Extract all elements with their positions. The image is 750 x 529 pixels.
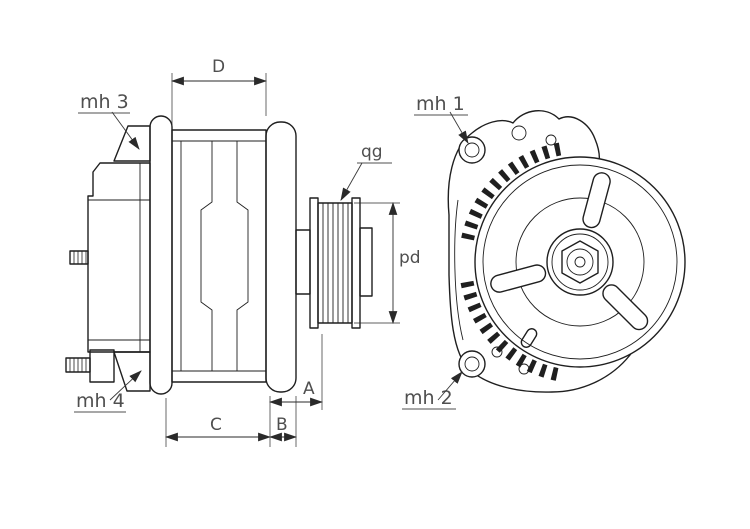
mounting-boss-2	[458, 350, 486, 378]
callout-mh4: mh 4	[74, 370, 142, 413]
dimension-C: C	[164, 396, 272, 447]
pulley-inner-rim	[482, 164, 678, 360]
body-waist-left	[200, 141, 213, 371]
dim-label-B: B	[276, 415, 288, 435]
label-mh2: mh 2	[404, 387, 453, 409]
web-slot	[520, 328, 538, 348]
callout-mh3: mh 3	[78, 91, 140, 150]
shaft	[295, 229, 311, 295]
bracket-hole-top-b	[545, 134, 557, 146]
spoke-1	[582, 172, 611, 229]
front-bracket-plate	[265, 121, 297, 393]
spoke-3	[602, 284, 649, 331]
pulley-flange-right	[351, 197, 361, 329]
label-mh1: mh 1	[416, 93, 465, 115]
dimensions: D C B A pd qg	[164, 57, 421, 447]
body-waist-right	[236, 141, 249, 371]
spoke-2	[490, 264, 547, 293]
dim-label-D: D	[212, 57, 225, 77]
dim-label-A: A	[303, 379, 315, 399]
bracket-hole-top-a	[511, 125, 527, 141]
callouts: mh 3 mh 4 mh 1 mh 2	[74, 91, 469, 413]
stator-body	[171, 129, 267, 383]
hex-nut	[561, 240, 599, 284]
dimension-A: A	[268, 334, 324, 410]
shaft-nut	[359, 227, 373, 297]
terminal-stud-bottom	[65, 357, 91, 373]
dim-label-qg: qg	[361, 142, 383, 162]
hub-outer	[546, 228, 614, 296]
pulley-front	[474, 156, 686, 368]
bolt-head	[518, 363, 530, 375]
hub-inner	[551, 233, 609, 291]
mounting-lug-bottom	[113, 351, 151, 392]
shaft-end-circle	[566, 248, 594, 276]
shaft-center	[574, 256, 586, 268]
dimension-B: B	[268, 396, 298, 447]
rear-bracket-plate	[149, 115, 173, 395]
rear-housing	[87, 162, 151, 353]
dim-label-C: C	[210, 415, 222, 435]
terminal-stud-top	[69, 250, 89, 265]
dimension-qg: qg	[340, 142, 392, 201]
bracket-inner-contour	[454, 199, 464, 341]
dimension-pd: pd	[354, 201, 421, 325]
front-view	[447, 110, 686, 393]
side-view	[65, 115, 373, 395]
dimension-D: D	[170, 57, 268, 126]
pulley-flange-left	[309, 197, 319, 329]
dim-label-pd: pd	[399, 248, 421, 268]
pulley-web-circle	[515, 197, 645, 327]
stud-boss	[89, 349, 115, 383]
mounting-lug-top	[113, 125, 151, 162]
callout-mh1: mh 1	[414, 93, 469, 144]
label-mh4: mh 4	[76, 390, 125, 412]
pulley-side	[309, 197, 373, 329]
bolt-head	[491, 346, 503, 358]
callout-mh2: mh 2	[402, 371, 463, 410]
label-mh3: mh 3	[80, 91, 129, 113]
vent-slots-lower	[460, 280, 562, 382]
mounting-boss-1	[458, 136, 486, 164]
mounting-hole-1	[464, 142, 480, 158]
mounting-hole-2	[464, 356, 480, 372]
vent-slots-upper	[460, 142, 562, 244]
